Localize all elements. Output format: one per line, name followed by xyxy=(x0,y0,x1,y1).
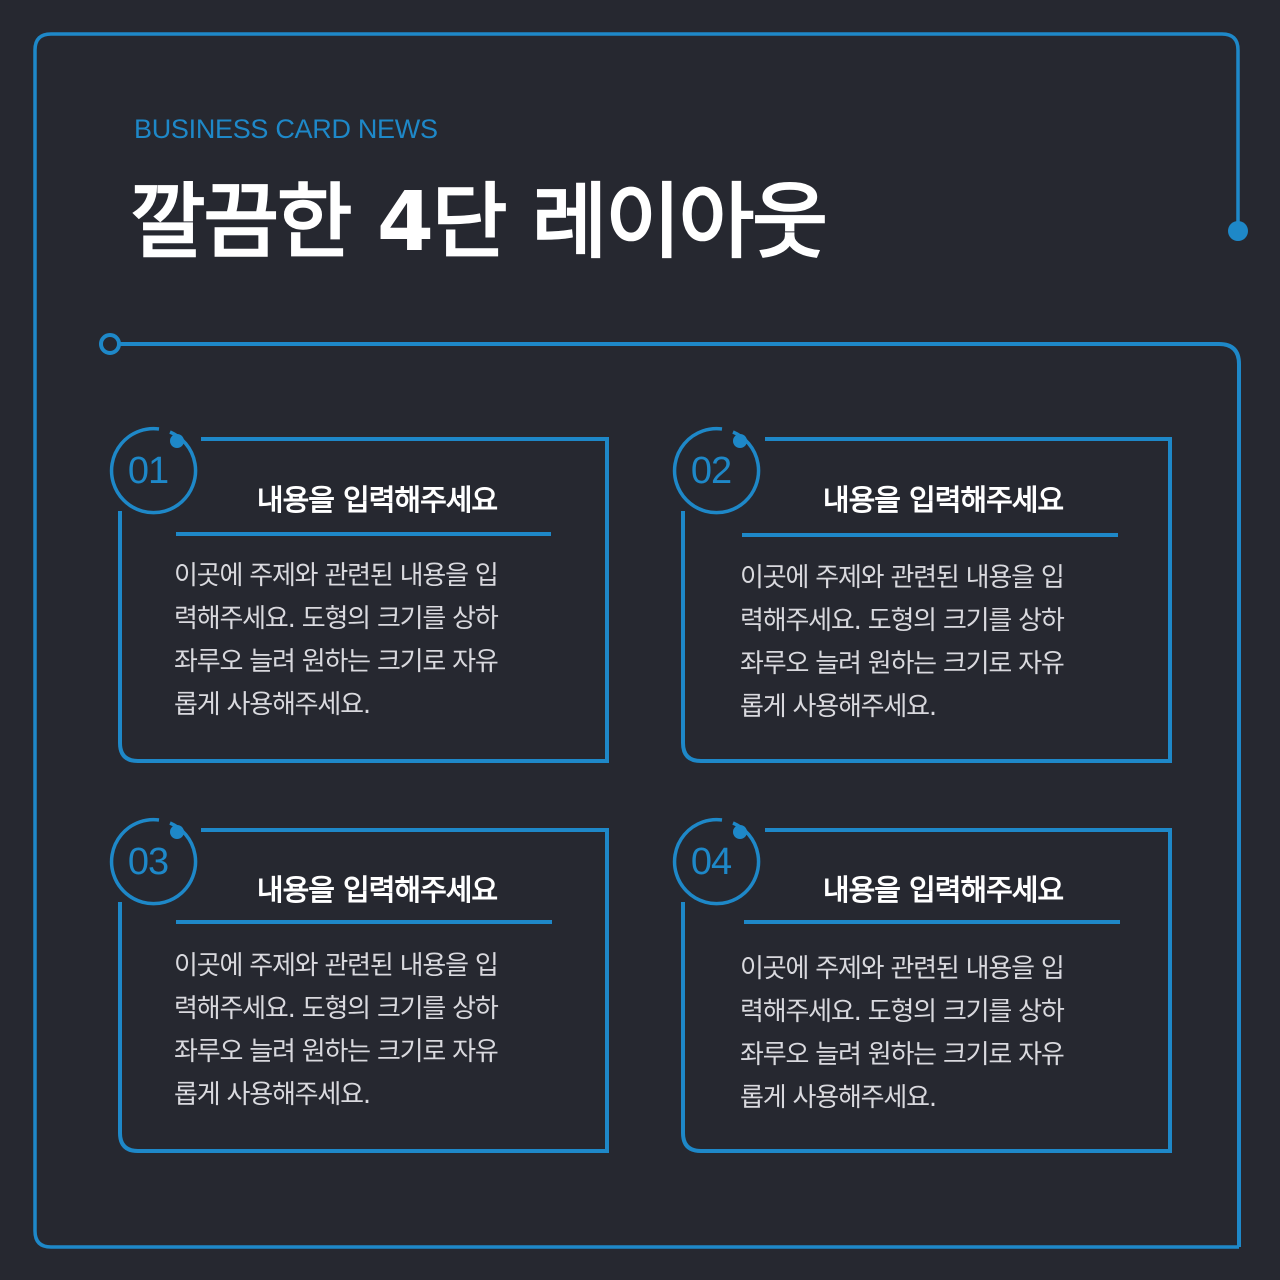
card-number-badge: 04 xyxy=(690,840,732,883)
card-number-badge: 02 xyxy=(690,449,732,492)
card-title: 내용을 입력해주세요 xyxy=(822,873,1064,907)
card-title: 내용을 입력해주세요 xyxy=(822,483,1064,517)
card-2-shape xyxy=(672,426,1172,763)
card-4-shape xyxy=(672,817,1172,1153)
card-body-text: 이곳에 주제와 관련된 내용을 입 력해주세요. 도형의 크기를 상하 좌루오 … xyxy=(174,561,499,720)
card-number-badge: 03 xyxy=(127,840,169,883)
card-body-text: 이곳에 주제와 관련된 내용을 입 력해주세요. 도형의 크기를 상하 좌루오 … xyxy=(740,954,1065,1113)
card-title: 내용을 입력해주세요 xyxy=(256,873,498,907)
section-frame-line xyxy=(119,342,1241,1247)
outer-frame-line xyxy=(33,32,1240,1249)
card-number-badge: 01 xyxy=(127,449,169,492)
content-card-1: 01 내용을 입력해주세요 이곳에 주제와 관련된 내용을 입 력해주세요. 도… xyxy=(106,429,606,769)
content-card-4: 04 내용을 입력해주세요 이곳에 주제와 관련된 내용을 입 력해주세요. 도… xyxy=(669,820,1169,1160)
content-card-2: 02 내용을 입력해주세요 이곳에 주제와 관련된 내용을 입 력해주세요. 도… xyxy=(669,429,1169,769)
card-title: 내용을 입력해주세요 xyxy=(256,483,498,517)
card-1-shape xyxy=(109,426,609,763)
content-card-3: 03 내용을 입력해주세요 이곳에 주제와 관련된 내용을 입 력해주세요. 도… xyxy=(106,820,606,1160)
card-body-text: 이곳에 주제와 관련된 내용을 입 력해주세요. 도형의 크기를 상하 좌루오 … xyxy=(174,951,499,1110)
page-title: 깔끔한 4단 레이아웃 xyxy=(130,175,828,270)
frame-end-dot-icon xyxy=(1228,221,1248,241)
section-start-ring-icon xyxy=(99,333,121,355)
card-3-shape xyxy=(109,817,609,1153)
card-body-text: 이곳에 주제와 관련된 내용을 입 력해주세요. 도형의 크기를 상하 좌루오 … xyxy=(740,563,1065,722)
eyebrow-label: BUSINESS CARD NEWS xyxy=(134,114,438,144)
